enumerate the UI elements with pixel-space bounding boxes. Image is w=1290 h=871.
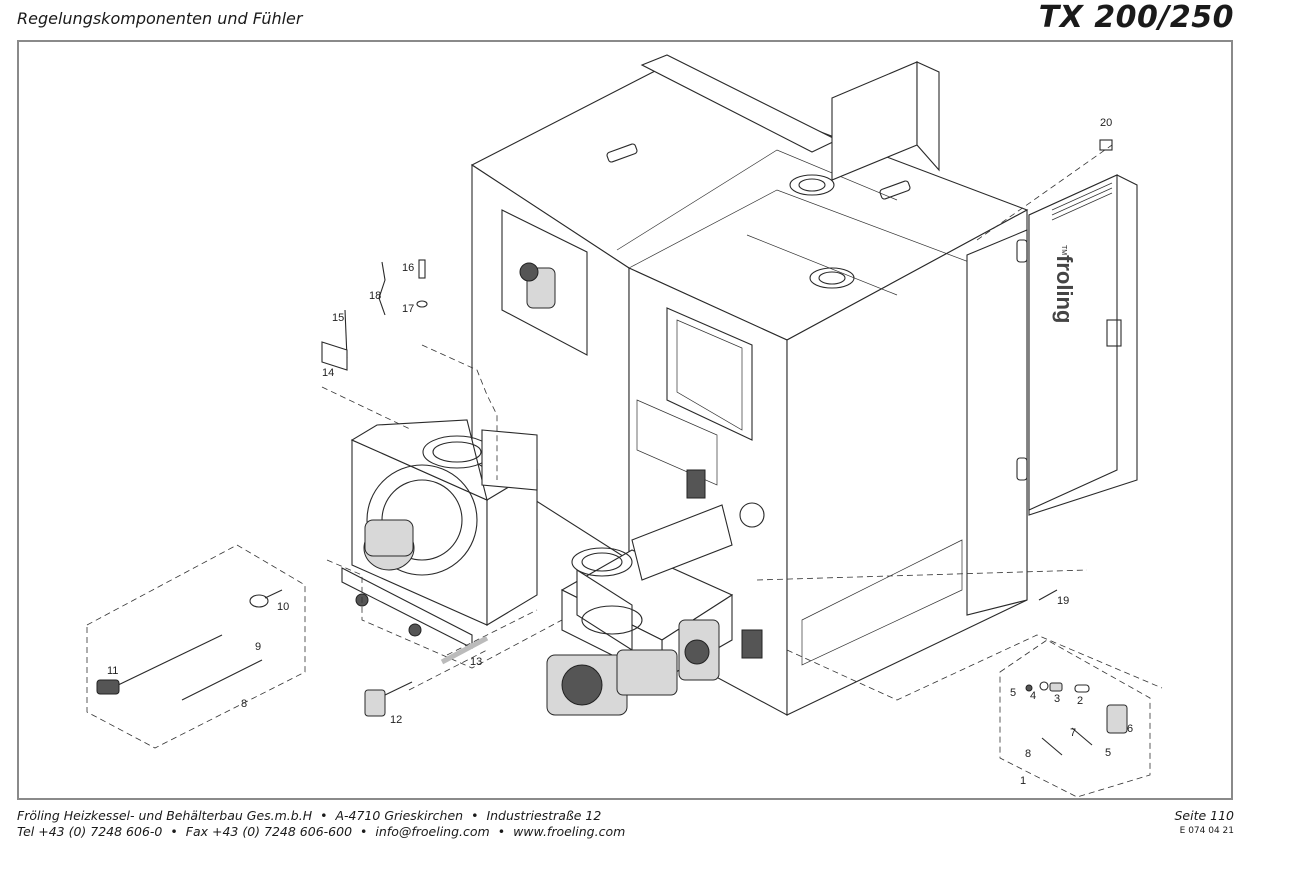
small-parts: [96, 139, 1128, 756]
callout-15: 14: [322, 367, 334, 379]
callout-13: 12: [390, 714, 402, 726]
brand-prefix: TM: [1060, 245, 1067, 255]
callout-11: 10: [277, 601, 289, 613]
assembly-outlines: [86, 144, 1163, 798]
footer-tel: Tel +43 (0) 7248 606-0: [17, 824, 163, 839]
callout-12: 11: [107, 665, 118, 677]
callout-14: 13: [470, 656, 482, 668]
footer-line-1: Fröling Heizkessel- und Behälterbau Ges.…: [17, 808, 602, 823]
callout-8: 8: [1025, 748, 1031, 760]
callout-6: 6: [1127, 723, 1133, 735]
footer-web[interactable]: www.froeling.com: [513, 824, 626, 839]
callout-7: 7: [1070, 727, 1076, 739]
exploded-view-drawing: TM froling: [86, 54, 1163, 798]
callout-18: 17: [402, 303, 414, 315]
boiler-body: [470, 54, 1029, 716]
callout-5b: 5: [1105, 747, 1111, 759]
callout-2: 2: [1077, 695, 1083, 707]
callout-10: 9: [255, 641, 261, 653]
callout-19: 18: [369, 290, 381, 302]
callout-16: 15: [332, 312, 344, 324]
callout-20: 19: [1057, 595, 1069, 607]
callout-17: 16: [402, 262, 414, 274]
footer-line-2: Tel +43 (0) 7248 606-0•Fax +43 (0) 7248 …: [17, 824, 626, 839]
footer-fax: Fax +43 (0) 7248 606-600: [185, 824, 353, 839]
page-title: Regelungskomponenten und Fühler: [17, 9, 303, 28]
fan-assembly: [341, 419, 538, 649]
feed-unit: [546, 504, 734, 716]
model-title: TX 200/250: [1038, 0, 1234, 35]
callout-3: 3: [1054, 693, 1060, 705]
callout-9: 8: [241, 698, 247, 710]
footer-email[interactable]: info@froeling.com: [375, 824, 490, 839]
document-number: E 074 04 21: [1179, 826, 1234, 836]
footer-company: Fröling Heizkessel- und Behälterbau Ges.…: [17, 808, 313, 823]
footer-street: Industriestraße 12: [486, 808, 602, 823]
control-cabinet: TM froling: [831, 61, 1138, 516]
callout-1: 1: [1020, 775, 1026, 787]
callout-21: 20: [1100, 117, 1112, 129]
callout-4: 4: [1030, 690, 1036, 702]
brand-logo: froling: [1052, 255, 1077, 323]
footer-city: A-4710 Grieskirchen: [335, 808, 464, 823]
callouts: 20 16 18 17 15 14 10 9 11 13 8 12 19 5 4…: [107, 117, 1133, 787]
callout-5a: 5: [1010, 687, 1016, 699]
drawing-frame: [17, 40, 1233, 800]
page-number: Seite 110: [1174, 808, 1234, 823]
